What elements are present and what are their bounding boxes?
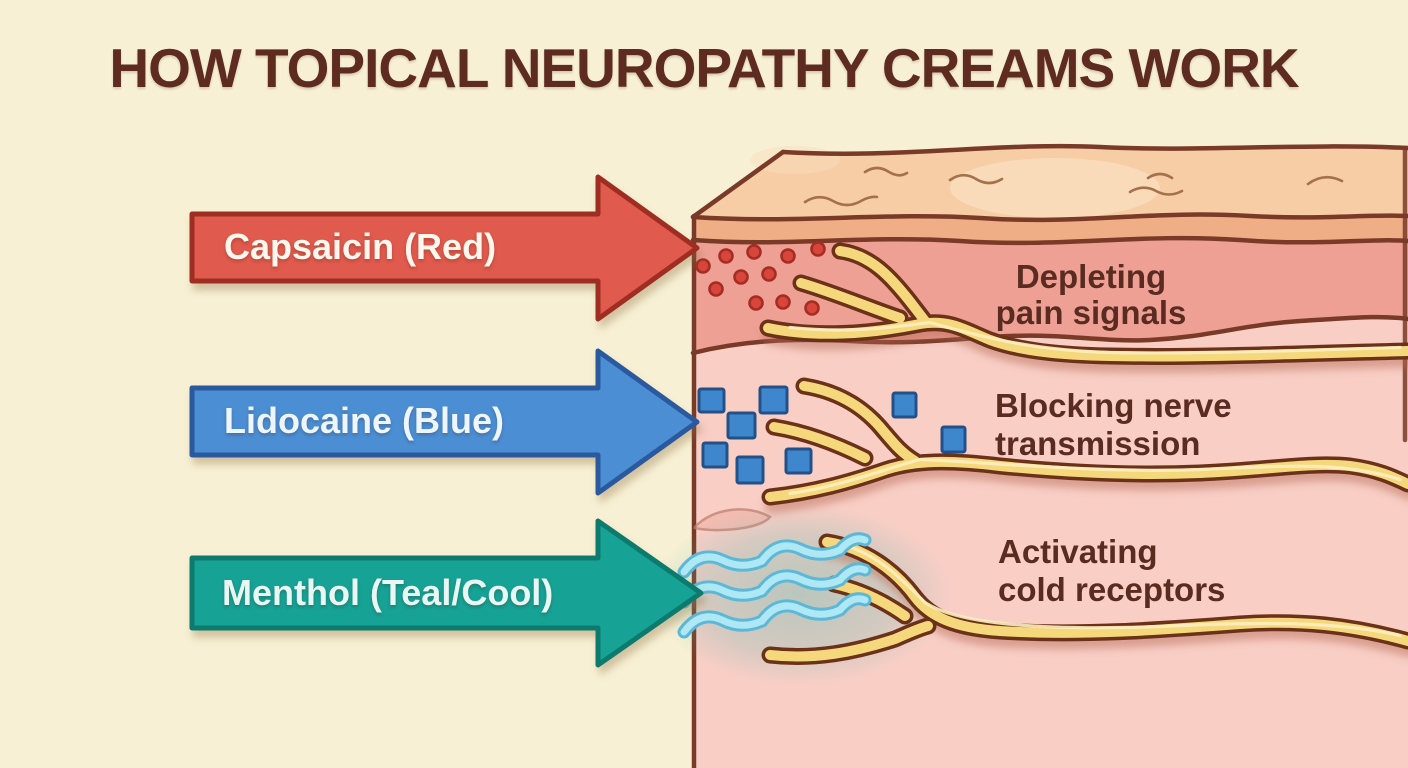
surface-highlight-patch-small bbox=[750, 146, 840, 174]
page-title: HOW TOPICAL NEUROPATHY CREAMS WORK bbox=[109, 37, 1299, 99]
annotation-depleting-pain-signals: Depleting pain signals bbox=[941, 259, 1241, 331]
lidocaine-arrow-label: Lidocaine (Blue) bbox=[224, 400, 505, 441]
surface-highlight-patch bbox=[950, 158, 1160, 218]
nerve-highlights bbox=[788, 320, 1402, 638]
annotation-line: cold receptors bbox=[998, 571, 1226, 608]
capsaicin-arrow bbox=[189, 174, 700, 322]
capsaicin-dots bbox=[695, 241, 826, 316]
skin-layer-epidermis bbox=[693, 214, 1408, 243]
lidocaine-arrow bbox=[189, 348, 700, 496]
surface-texture-marks bbox=[803, 166, 1344, 207]
annotation-line: transmission bbox=[995, 425, 1201, 462]
nerve-capsaicin-core bbox=[763, 246, 1408, 362]
capsaicin-arrow-label: Capsaicin (Red) bbox=[224, 226, 497, 267]
annotation-line: Activating bbox=[998, 533, 1158, 570]
menthol-waves-core bbox=[680, 535, 869, 636]
menthol-arrow bbox=[189, 518, 704, 668]
annotation-line: pain signals bbox=[995, 294, 1187, 331]
lidocaine-squares bbox=[697, 385, 967, 485]
ingredient-arrows bbox=[189, 174, 704, 668]
annotation-activating-cold-receptors: Activating cold receptors bbox=[998, 533, 1225, 609]
menthol-arrow-label: Menthol (Teal/Cool) bbox=[222, 572, 554, 613]
skin-block bbox=[690, 143, 1408, 768]
annotation-blocking-nerve-transmission: Blocking nerve transmission bbox=[995, 387, 1232, 463]
menthol-waves bbox=[677, 532, 872, 639]
annotation-line: Blocking nerve bbox=[995, 387, 1232, 424]
annotation-line: Depleting bbox=[1015, 258, 1167, 295]
